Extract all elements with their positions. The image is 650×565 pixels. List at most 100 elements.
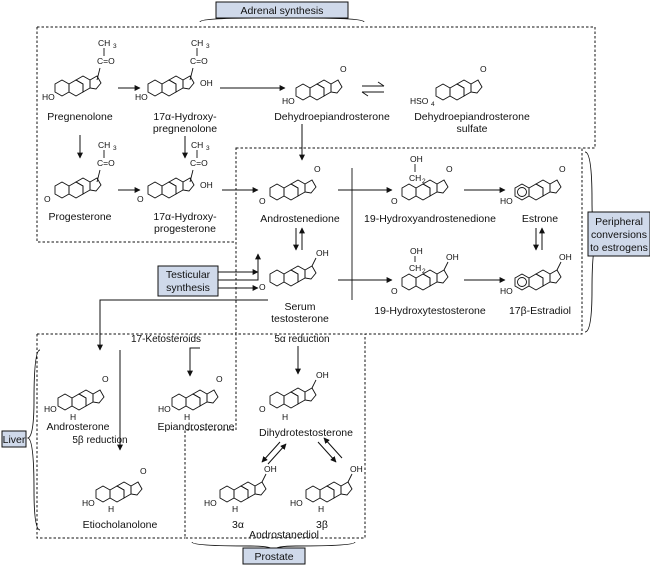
svg-text:3: 3	[206, 43, 210, 50]
svg-text:OH: OH	[316, 370, 329, 380]
svg-text:OH: OH	[350, 464, 363, 474]
svg-text:OH: OH	[410, 246, 423, 256]
compound-androstanediol-3a: OH HO H 3α	[204, 464, 277, 531]
peripheral-label-3: to estrogens	[590, 242, 648, 254]
svg-text:HO: HO	[500, 286, 513, 296]
svg-text:OH: OH	[559, 252, 572, 262]
svg-text:HO: HO	[158, 404, 171, 414]
label-17a-hydroxy-1: 17α-Hydroxy-	[153, 111, 217, 123]
svg-text:O: O	[259, 282, 266, 292]
svg-text:O: O	[340, 64, 347, 74]
svg-text:HO: HO	[282, 96, 295, 106]
label-progesterone: Progesterone	[48, 211, 111, 223]
svg-text:O: O	[259, 404, 266, 414]
label-5beta-reduction: 5β reduction	[72, 435, 127, 446]
compound-dihydrotestosterone: OH O H Dihydrotestosterone	[259, 370, 353, 439]
svg-text:CH: CH	[98, 140, 110, 150]
steroid-skeleton	[54, 177, 102, 199]
equilibrium-dht-3b	[317, 437, 343, 463]
steroid-skeleton	[269, 387, 317, 409]
prostate-tag: Prostate	[242, 547, 306, 565]
compound-etiocholanolone: O HO H Etiocholanolone	[82, 466, 158, 531]
prostate-label: Prostate	[254, 551, 293, 563]
label-testosterone: testosterone	[271, 313, 329, 325]
svg-text:OH: OH	[410, 154, 423, 164]
svg-text:O: O	[216, 374, 223, 384]
compound-testosterone: OH O Serum testosterone	[259, 248, 329, 325]
svg-text:CH: CH	[191, 38, 203, 48]
label-3alpha: 3α	[232, 519, 244, 531]
peripheral-label-2: conversions	[591, 229, 647, 241]
steroid-skeleton	[435, 79, 483, 101]
steroid-skeleton	[54, 75, 102, 97]
svg-text:OH: OH	[200, 180, 213, 190]
svg-text:O: O	[140, 466, 147, 476]
liver-brace	[26, 349, 41, 531]
svg-text:C=O: C=O	[190, 56, 208, 66]
svg-text:OH: OH	[446, 252, 459, 262]
svg-text:HO: HO	[500, 196, 513, 206]
label-19-oh-androstenedione: 19-Hydroxyandrostenedione	[364, 213, 496, 225]
label-etiocholanolone: Etiocholanolone	[83, 519, 158, 531]
label-estrone: Estrone	[522, 213, 558, 225]
arrow-ketosteroids-to-epi	[187, 347, 200, 377]
svg-text:H: H	[70, 412, 76, 422]
label-pregnenolone: Pregnenolone	[47, 111, 113, 123]
compound-19-hydroxyandrostenedione: O CH 2 OH O 19-Hydroxyandrostenedione	[364, 154, 496, 225]
equilibrium-dhea-sulfate	[361, 81, 385, 97]
compound-progesterone: C=O CH 3 O Progesterone	[44, 140, 117, 223]
steroid-skeleton	[295, 79, 343, 101]
label-19-oh-testosterone: 19-Hydroxytestosterone	[374, 305, 486, 317]
equilibrium-dht-3a	[261, 441, 287, 465]
svg-text:HO: HO	[44, 404, 57, 414]
label-androstanediol: Androstanediol	[249, 529, 319, 541]
compound-estradiol: OH HO 17β-Estradiol	[500, 252, 572, 317]
svg-text:HO: HO	[204, 498, 217, 508]
svg-text:O: O	[391, 286, 398, 296]
equilibrium-estrone-estradiol	[533, 227, 545, 251]
svg-text:3: 3	[206, 145, 210, 152]
steroid-skeleton	[514, 179, 562, 201]
compound-17a-hydroxyprogesterone: C=O CH 3 OH O 17α-Hydroxy- progesterone	[137, 140, 217, 235]
svg-text:OH: OH	[264, 464, 277, 474]
svg-text:OH: OH	[316, 248, 329, 258]
steroid-skeleton	[171, 389, 219, 411]
label-estradiol: 17β-Estradiol	[509, 305, 571, 317]
testicular-label-2: synthesis	[166, 282, 210, 294]
svg-text:O: O	[559, 164, 566, 174]
label-17-ketosteroids: 17-Ketosteroids	[131, 334, 201, 345]
svg-text:O: O	[314, 164, 321, 174]
svg-text:4: 4	[431, 101, 435, 108]
label-17a-hydroxyprog-2: progesterone	[154, 223, 216, 235]
svg-text:CH: CH	[191, 140, 203, 150]
compound-17a-hydroxypregnenolone: C=O CH 3 OH HO 17α-Hydroxy- pregnenolone	[135, 38, 217, 135]
compound-epiandrosterone: O HO H Epiandrosterone	[157, 374, 234, 433]
svg-text:2: 2	[422, 178, 426, 185]
svg-text:O: O	[446, 164, 453, 174]
arrow-testicular-up	[218, 253, 261, 281]
svg-text:3: 3	[113, 43, 117, 50]
peripheral-tag: Peripheral conversions to estrogens	[587, 211, 650, 257]
svg-text:C=O: C=O	[97, 158, 115, 168]
svg-text:O: O	[391, 196, 398, 206]
svg-text:HSO: HSO	[410, 96, 429, 106]
liver-label: Liver	[3, 434, 26, 446]
label-dheas-2: sulfate	[457, 123, 488, 135]
svg-text:H: H	[282, 412, 288, 422]
svg-text:H: H	[232, 504, 238, 514]
arrow-testo-to-liver	[97, 299, 268, 351]
svg-text:HO: HO	[82, 498, 95, 508]
steroid-skeleton	[147, 177, 195, 199]
peripheral-region-border	[235, 147, 583, 335]
steroid-skeleton	[57, 389, 105, 411]
svg-text:O: O	[480, 64, 487, 74]
svg-text:C=O: C=O	[190, 158, 208, 168]
adrenal-tag: Adrenal synthesis	[215, 1, 349, 19]
testicular-tag: Testicular synthesis	[157, 265, 219, 297]
steroid-skeleton	[514, 269, 562, 291]
svg-text:H: H	[184, 412, 190, 422]
svg-text:C=O: C=O	[97, 56, 115, 66]
compound-estrone: O HO Estrone	[500, 164, 566, 225]
svg-text:CH: CH	[409, 173, 421, 183]
steroid-skeleton	[95, 481, 143, 503]
